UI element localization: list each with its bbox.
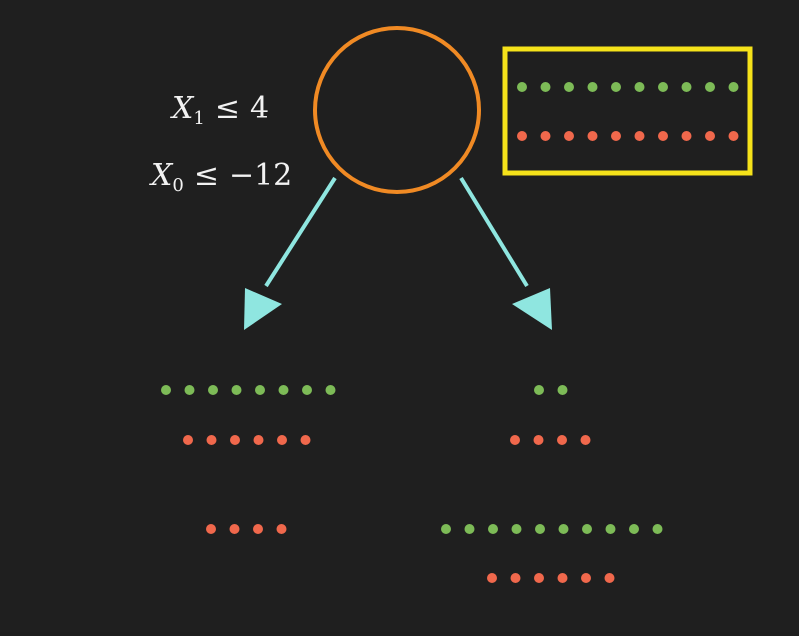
red-sample-dot	[604, 573, 615, 583]
red-sample-dot	[581, 573, 591, 583]
green-sample-dot	[255, 385, 265, 395]
condition-threshold: 4	[249, 91, 270, 126]
red-sample-dot	[681, 131, 692, 141]
parent-red-row	[517, 131, 739, 141]
green-sample-dot	[302, 385, 312, 395]
green-sample-dot	[658, 82, 668, 92]
red-sample-dot	[253, 524, 263, 534]
green-sample-dot	[582, 524, 592, 534]
condition-variable: X	[172, 91, 194, 126]
red-sample-dot	[277, 435, 287, 445]
right-child-red-row	[510, 435, 591, 445]
green-sample-dot	[278, 385, 289, 395]
right-child-green-row	[534, 385, 568, 395]
green-sample-dot	[728, 82, 739, 92]
green-sample-dot	[705, 82, 715, 92]
green-sample-dot	[464, 524, 475, 534]
red-sample-dot	[276, 524, 287, 534]
red-sample-dot	[517, 131, 527, 141]
green-sample-dot	[511, 524, 522, 534]
sample-dots	[161, 82, 739, 583]
condition-subscript: 0	[172, 175, 184, 196]
red-sample-dot	[487, 573, 497, 583]
green-sample-dot	[540, 82, 551, 92]
green-sample-dot	[611, 82, 621, 92]
green-sample-dot	[681, 82, 692, 92]
green-sample-dot	[557, 385, 568, 395]
left-child-red-row	[183, 435, 311, 445]
parent-green-row	[517, 82, 739, 92]
green-sample-dot	[488, 524, 498, 534]
red-sample-dot	[300, 435, 311, 445]
red-sample-dot	[728, 131, 739, 141]
left-branch-arrow	[244, 176, 337, 330]
left-child-extra-red-row	[206, 524, 287, 534]
green-sample-dot	[587, 82, 598, 92]
condition-relation: ≤	[214, 91, 240, 126]
red-sample-dot	[229, 524, 240, 534]
red-sample-dot	[510, 435, 520, 445]
green-sample-dot	[325, 385, 336, 395]
split-condition-1: X1 ≤4	[172, 94, 269, 128]
condition-subscript: 1	[193, 108, 205, 129]
condition-threshold: −12	[228, 158, 293, 193]
red-sample-dot	[557, 435, 567, 445]
green-sample-dot	[558, 524, 569, 534]
red-sample-dot	[510, 573, 521, 583]
green-sample-dot	[441, 524, 451, 534]
green-sample-dot	[605, 524, 616, 534]
red-sample-dot	[705, 131, 715, 141]
right-child-extra-green-row	[441, 524, 663, 534]
red-sample-dot	[658, 131, 668, 141]
left-child-green-row	[161, 385, 336, 395]
red-sample-dot	[611, 131, 621, 141]
red-sample-dot	[634, 131, 645, 141]
green-sample-dot	[231, 385, 242, 395]
red-sample-dot	[587, 131, 598, 141]
right-child-extra-red-row	[487, 573, 615, 583]
green-sample-dot	[634, 82, 645, 92]
red-sample-dot	[557, 573, 568, 583]
condition-relation: ≤	[193, 158, 219, 193]
red-sample-dot	[253, 435, 264, 445]
red-sample-dot	[183, 435, 193, 445]
green-sample-dot	[534, 385, 544, 395]
green-sample-dot	[652, 524, 663, 534]
green-sample-dot	[629, 524, 639, 534]
red-sample-dot	[580, 435, 591, 445]
condition-variable: X	[151, 158, 173, 193]
green-sample-dot	[564, 82, 574, 92]
green-sample-dot	[184, 385, 195, 395]
red-sample-dot	[534, 573, 544, 583]
split-condition-2: X0 ≤ −12	[151, 161, 292, 195]
green-sample-dot	[161, 385, 171, 395]
red-sample-dot	[540, 131, 551, 141]
red-sample-dot	[564, 131, 574, 141]
parent-samples-highlight-box	[502, 46, 753, 176]
right-branch-arrow	[459, 176, 552, 330]
red-sample-dot	[206, 524, 216, 534]
split-node-circle	[313, 26, 481, 194]
red-sample-dot	[230, 435, 240, 445]
green-sample-dot	[517, 82, 527, 92]
red-sample-dot	[533, 435, 544, 445]
green-sample-dot	[535, 524, 545, 534]
green-sample-dot	[208, 385, 218, 395]
red-sample-dot	[206, 435, 217, 445]
